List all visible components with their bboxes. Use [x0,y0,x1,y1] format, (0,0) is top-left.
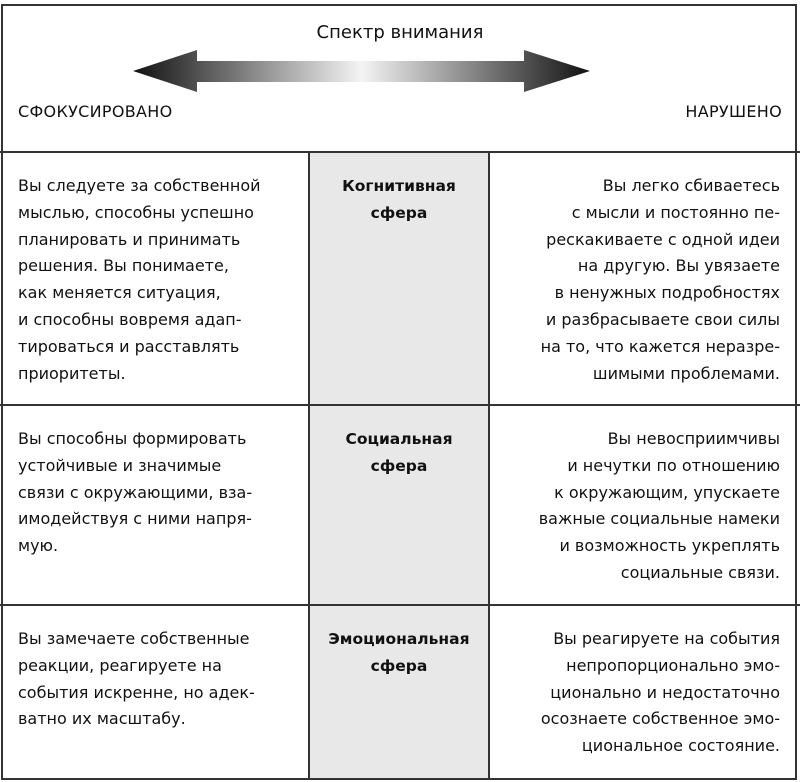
impaired-cell: Вы легко сбиваетесь с мысли и постоянно … [540,176,780,383]
sphere-cell: Социальная сфера [308,406,490,605]
double-arrow-icon [133,50,590,92]
spectrum-title: Спектр внимания [316,22,484,43]
focused-cell: Вы способны формировать устойчивые и зна… [18,429,253,556]
spectrum-header: Спектр внимания СФОКУСИРОВАНО НАРУШЕНО [0,0,800,152]
table-row-social: Вы способны формировать устойчивые и зна… [0,404,800,605]
impaired-cell: Вы реагируете на события непропорциональ… [540,629,780,756]
table-frame [1,4,797,780]
sphere-cell: Когнитивная сфера [308,153,490,405]
sphere-cell: Эмоциональная сфера [308,606,490,778]
focused-cell: Вы следуете за собственной мыслью, спосо… [18,176,261,383]
table-row-emotional: Вы замечаете собственные реакции, реагир… [0,604,800,778]
impaired-cell: Вы невосприимчивы и нечутки по отношению… [538,429,780,582]
table-row-cognitive: Вы следуете за собственной мыслью, спосо… [0,151,800,405]
focused-cell: Вы замечаете собственные реакции, реагир… [18,629,255,729]
impaired-label: НАРУШЕНО [685,102,782,121]
focused-label: СФОКУСИРОВАНО [18,102,173,121]
